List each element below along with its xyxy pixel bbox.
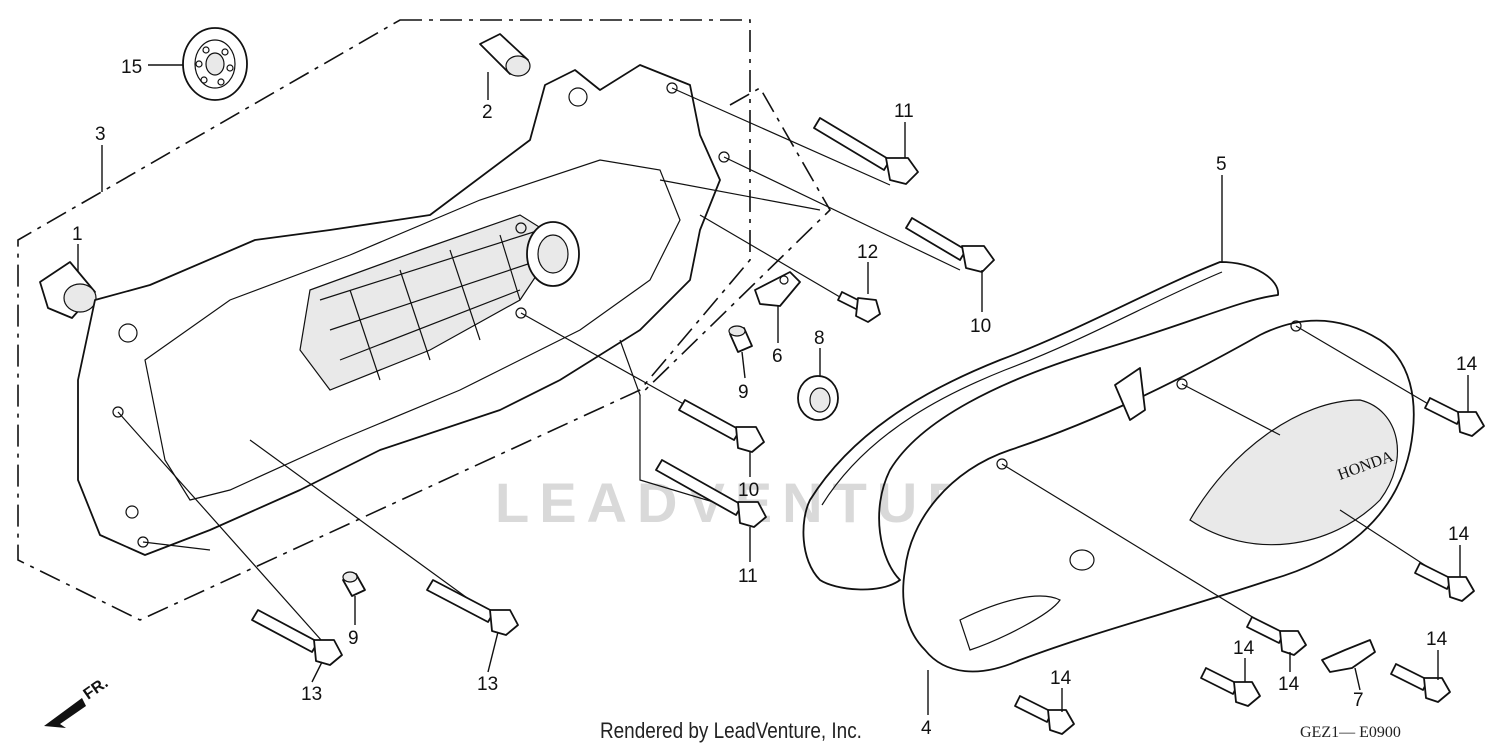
callout-5: 5 bbox=[1216, 154, 1227, 175]
bolt-12 bbox=[837, 291, 881, 323]
bolt-alignment-lines bbox=[117, 87, 961, 651]
front-arrow-icon bbox=[44, 698, 86, 728]
bolt-14-c bbox=[1246, 616, 1307, 656]
callout-8: 8 bbox=[814, 328, 825, 349]
callout-10-top: 10 bbox=[970, 316, 991, 337]
callout-9-upper: 9 bbox=[738, 382, 749, 403]
callout-11-top: 11 bbox=[894, 101, 914, 122]
bolt-13-right bbox=[426, 579, 519, 636]
cover-alignment-lines bbox=[1001, 325, 1441, 641]
bolt-13-left bbox=[251, 609, 343, 666]
callout-7: 7 bbox=[1353, 690, 1364, 711]
collar-9-lower bbox=[342, 571, 366, 597]
callout-9-lower: 9 bbox=[348, 628, 359, 649]
bolt-11-mid bbox=[655, 459, 767, 528]
left-crankcase-part bbox=[77, 64, 730, 556]
callout-1: 1 bbox=[72, 224, 83, 245]
callout-14-e: 14 bbox=[1426, 629, 1448, 650]
bolt-14-b bbox=[1414, 562, 1475, 602]
clip-7 bbox=[1321, 639, 1376, 673]
diagram-code: GEZ1— E0900 bbox=[1300, 724, 1401, 741]
bolt-10-mid bbox=[678, 399, 765, 453]
callout-6: 6 bbox=[772, 346, 783, 367]
assembly-outline bbox=[17, 19, 751, 621]
callout-14-b: 14 bbox=[1448, 524, 1470, 545]
outer-cover-part bbox=[902, 319, 1415, 673]
callout-11-mid: 11 bbox=[738, 566, 758, 587]
callout-leaders bbox=[77, 64, 1469, 715]
render-credit: Rendered by LeadVenture, Inc. bbox=[600, 718, 862, 743]
bolt-14-a bbox=[1424, 397, 1485, 437]
bolt-14-e bbox=[1390, 663, 1451, 703]
callout-13-right: 13 bbox=[477, 674, 498, 695]
bearing-part bbox=[182, 27, 248, 101]
callout-15: 15 bbox=[121, 57, 142, 78]
callout-14-f: 14 bbox=[1050, 668, 1072, 689]
bolt-10-top bbox=[905, 217, 995, 273]
front-label: FR. bbox=[81, 675, 112, 704]
bolt-14-d bbox=[1200, 667, 1261, 707]
callout-14-a: 14 bbox=[1456, 354, 1478, 375]
callout-2: 2 bbox=[482, 102, 493, 123]
dowel-part bbox=[479, 33, 531, 77]
bushing-part bbox=[39, 261, 97, 319]
callout-14-d: 14 bbox=[1278, 674, 1300, 695]
callout-10-mid: 10 bbox=[738, 480, 759, 501]
collar-9-upper bbox=[728, 325, 753, 353]
bolt-group-outline bbox=[639, 86, 832, 396]
callout-14-c: 14 bbox=[1233, 638, 1255, 659]
callout-3: 3 bbox=[95, 124, 106, 145]
clip-6 bbox=[754, 271, 801, 307]
bolt-14-f bbox=[1014, 695, 1075, 735]
callout-13-left: 13 bbox=[301, 684, 322, 705]
drive-belt-part bbox=[802, 261, 1279, 591]
callout-4: 4 bbox=[921, 718, 932, 739]
callout-12: 12 bbox=[857, 242, 878, 263]
seal-8 bbox=[797, 375, 839, 421]
